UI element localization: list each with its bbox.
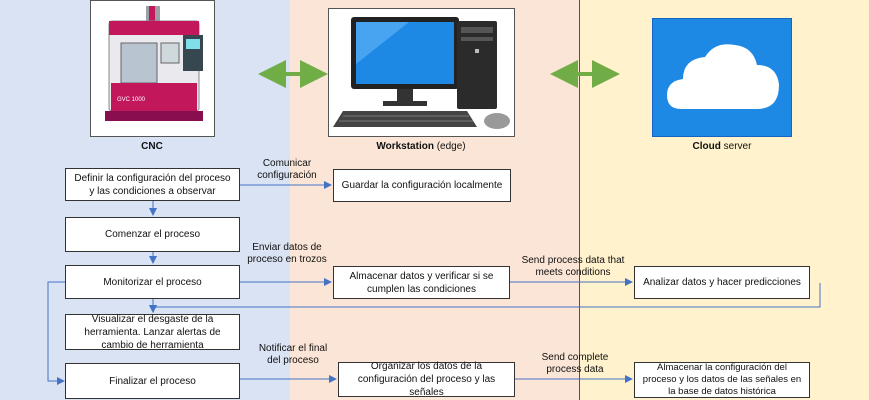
node-store-verify-text: Almacenar datos y verificar si se cumple… — [349, 270, 494, 295]
machine-brand-label: GVC 1000 — [117, 97, 146, 103]
label-communicate: Comunicar configuración — [257, 158, 317, 181]
node-store-history: Almacenar la configuración del proceso y… — [634, 362, 810, 398]
cloud-title: Cloud — [692, 141, 721, 152]
node-organize-data-text: Organizar los datos de la configuración … — [357, 361, 496, 398]
node-finish-process: Finalizar el proceso — [65, 363, 240, 399]
node-visualize-wear: Visualizar el desgaste de la herramienta… — [65, 313, 240, 351]
cnc-title: CNC — [141, 141, 163, 152]
node-analyze-predict-text: Analizar datos y hacer predicciones — [643, 277, 801, 288]
edge-monitor-finish — [47, 281, 65, 385]
workstation-computer-icon — [333, 17, 510, 129]
cnc-machine-panel: GVC 1000 — [90, 0, 215, 137]
node-monitor-process: Monitorizar el proceso — [65, 265, 240, 299]
node-store-history-text: Almacenar la configuración del proceso y… — [642, 362, 802, 397]
label-send-meets: Send process data that meets conditions — [521, 255, 625, 278]
node-store-verify: Almacenar datos y verificar si se cumple… — [333, 266, 510, 299]
node-save-config-text: Guardar la configuración localmente — [341, 180, 503, 191]
node-start-process-text: Comenzar el proceso — [104, 229, 201, 240]
cnc-machine-icon: GVC 1000 — [91, 1, 214, 136]
node-visualize-wear-text: Visualizar el desgaste de la herramienta… — [84, 313, 221, 351]
workstation-subtitle: (edge) — [433, 141, 466, 152]
node-start-process: Comenzar el proceso — [65, 217, 240, 252]
cloud-panel — [652, 18, 792, 137]
node-organize-data: Organizar los datos de la configuración … — [338, 361, 515, 398]
cloud-icon — [653, 19, 791, 136]
workstation-title: Workstation — [376, 141, 434, 152]
cloud-subtitle: server — [720, 141, 752, 152]
workstation-caption: Workstation (edge) — [341, 141, 501, 152]
label-send-complete: Send complete process data — [541, 352, 609, 375]
node-monitor-process-text: Monitorizar el proceso — [103, 276, 202, 288]
node-define-config: Definir la configuración del proceso y l… — [65, 168, 240, 201]
label-notify-end: Notificar el final del proceso — [258, 343, 328, 366]
node-analyze-predict: Analizar datos y hacer predicciones — [634, 266, 810, 299]
node-save-config: Guardar la configuración localmente — [333, 169, 511, 202]
cnc-caption: CNC — [72, 141, 232, 152]
label-send-chunks: Enviar datos de proceso en trozos — [247, 242, 327, 265]
cloud-caption: Cloud server — [642, 141, 802, 152]
node-define-config-text: Definir la configuración del proceso y l… — [74, 172, 231, 197]
edge-analyze-visualize — [149, 283, 821, 313]
workstation-panel — [328, 8, 515, 137]
node-finish-process-text: Finalizar el proceso — [109, 375, 196, 387]
